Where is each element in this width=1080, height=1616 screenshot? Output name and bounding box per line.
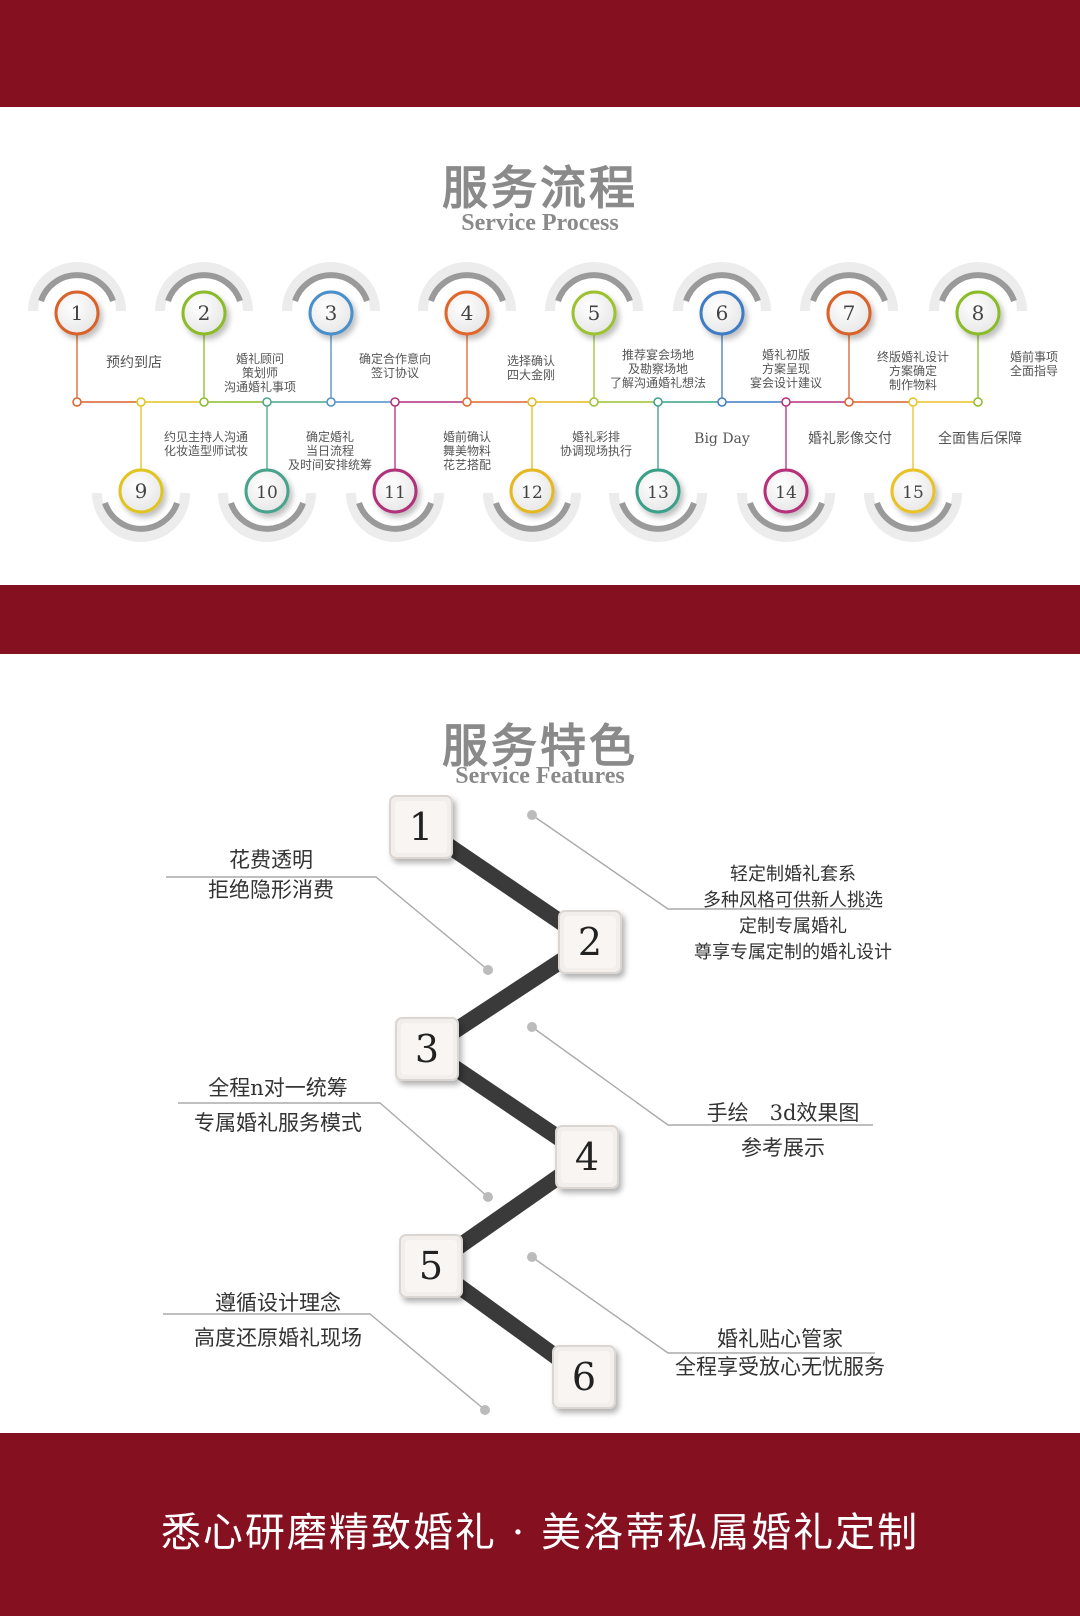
process-step-2: 2 xyxy=(155,262,253,407)
features-title-cn: 服务特色 xyxy=(442,719,638,773)
leader-line xyxy=(178,1102,489,1198)
step-number: 7 xyxy=(843,301,856,325)
feature-number: 3 xyxy=(415,1027,439,1071)
middle-banner xyxy=(0,585,1080,654)
feature-number: 4 xyxy=(575,1135,599,1179)
top-banner xyxy=(0,0,1080,107)
process-step-label: 婚礼顾问 策划师 沟通婚礼事项 xyxy=(223,352,296,394)
step-number: 2 xyxy=(198,301,211,325)
process-step-label: 婚礼影像交付 xyxy=(808,431,892,447)
feature-text-2: 轻定制婚礼套系 多种风格可供新人挑选 定制专属婚礼 尊享专属定制的婚礼设计 xyxy=(694,864,892,963)
feature-text-3: 全程n对一统筹 专属婚礼服务模式 xyxy=(194,1076,362,1135)
feature-text-1: 花费透明 拒绝隐形消费 xyxy=(208,848,334,902)
process-step-15: 15 xyxy=(864,397,962,542)
features-zigzag: 1 2 3 4 5 6 xyxy=(163,795,875,1415)
process-step-10: 10 xyxy=(218,397,316,542)
process-step-label: Big Day xyxy=(694,431,750,447)
leader-line xyxy=(166,876,489,971)
process-title-cn: 服务流程 xyxy=(442,161,638,215)
leader-dot xyxy=(527,1252,537,1262)
leader-dot xyxy=(483,965,493,975)
feature-text-6: 婚礼贴心管家 全程享受放心无忧服务 xyxy=(675,1327,885,1379)
step-number: 3 xyxy=(325,301,338,325)
step-number: 12 xyxy=(521,483,543,503)
process-step-3: 3 xyxy=(282,262,380,407)
features-title-en: Service Features xyxy=(455,763,625,789)
leader-line xyxy=(531,814,870,910)
step-number: 11 xyxy=(384,483,406,503)
step-number: 4 xyxy=(461,301,474,325)
process-step-label: 约见主持人沟通 化妆造型师试妆 xyxy=(163,430,248,458)
feature-tile-6: 6 xyxy=(552,1345,616,1409)
leader-line xyxy=(531,1256,875,1354)
leader-dot xyxy=(527,1022,537,1032)
process-step-label: 婚礼彩排 协调现场执行 xyxy=(559,430,632,458)
step-number: 8 xyxy=(972,301,985,325)
step-number: 1 xyxy=(71,301,84,325)
leader-line xyxy=(531,1026,873,1126)
process-step-label: 全面售后保障 xyxy=(938,431,1022,447)
feature-text-4: 手绘 3d效果图 参考展示 xyxy=(706,1101,860,1160)
process-step-label: 预约到店 xyxy=(106,355,162,371)
step-number: 6 xyxy=(716,301,729,325)
process-step-label: 婚前事项 全面指导 xyxy=(1009,350,1058,378)
leader-dot xyxy=(527,810,537,820)
process-step-5: 5 xyxy=(545,262,643,407)
step-number: 5 xyxy=(588,301,601,325)
leader-line xyxy=(163,1313,486,1411)
feature-tile-5: 5 xyxy=(399,1234,463,1298)
process-step-7: 7 xyxy=(800,262,898,407)
feature-tile-1: 1 xyxy=(389,795,453,859)
process-step-14: 14 xyxy=(737,397,835,542)
footer-slogan: 悉心研磨精致婚礼 · 美洛蒂私属婚礼定制 xyxy=(160,1510,920,1556)
process-step-13: 13 xyxy=(609,397,707,542)
feature-tile-2: 2 xyxy=(558,910,622,974)
leader-dot xyxy=(483,1192,493,1202)
process-step-label: 推荐宴会场地 及勘察场地 了解沟通婚礼想法 xyxy=(609,348,706,390)
process-step-6: 6 xyxy=(673,262,771,407)
process-step-8: 8 xyxy=(929,262,1027,407)
process-step-label: 确定合作意向 签订协议 xyxy=(358,352,431,380)
process-step-label: 选择确认 四大金刚 xyxy=(506,354,555,382)
process-step-12: 12 xyxy=(483,397,581,542)
process-step-1: 1 xyxy=(28,262,126,407)
process-title-en: Service Process xyxy=(461,210,619,236)
process-step-9: 9 xyxy=(92,397,190,542)
feature-number: 5 xyxy=(419,1244,443,1288)
feature-tile-4: 4 xyxy=(555,1125,619,1189)
feature-tile-3: 3 xyxy=(395,1017,459,1081)
process-step-label: 确定婚礼 当日流程 及时间安排统筹 xyxy=(287,430,372,472)
process-step-4: 4 xyxy=(418,262,516,407)
step-number: 13 xyxy=(647,483,669,503)
process-step-label: 婚礼初版 方案呈现 宴会设计建议 xyxy=(749,348,822,390)
feature-text-5: 遵循设计理念 高度还原婚礼现场 xyxy=(194,1291,362,1350)
feature-number: 6 xyxy=(572,1355,596,1399)
feature-number: 2 xyxy=(578,920,602,964)
step-number: 9 xyxy=(135,479,148,503)
step-number: 15 xyxy=(902,483,924,503)
step-number: 14 xyxy=(775,483,797,503)
process-step-label: 婚前确认 舞美物料 花艺搭配 xyxy=(442,430,491,472)
leader-dot xyxy=(480,1405,490,1415)
feature-number: 1 xyxy=(409,805,433,849)
process-step-11: 11 xyxy=(346,397,444,542)
process-step-label: 终版婚礼设计 方案确定 制作物料 xyxy=(876,350,949,392)
bottom-banner xyxy=(0,1433,1080,1616)
step-number: 10 xyxy=(256,483,278,503)
